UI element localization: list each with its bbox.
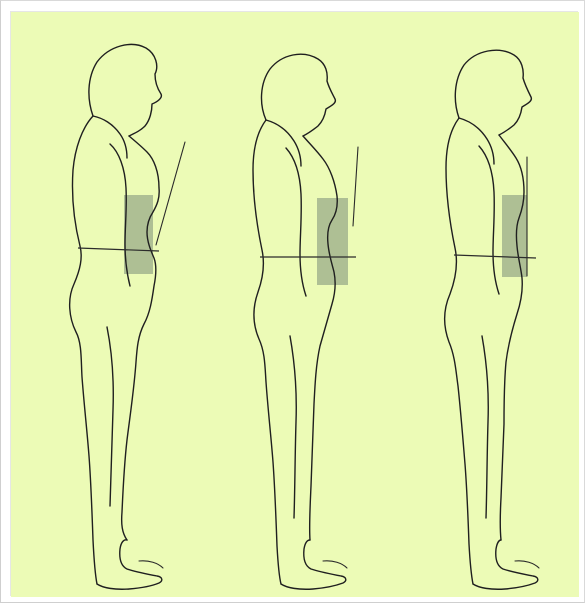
- posture-comparison-diagram: [11, 12, 579, 597]
- figure-2-shaded-torso-zone: [317, 198, 348, 285]
- figure-1-shaded-torso-zone: [124, 195, 153, 274]
- illustration-panel: [10, 11, 578, 596]
- panel-background: [11, 12, 579, 597]
- figure-3-shaded-torso-zone: [502, 195, 527, 277]
